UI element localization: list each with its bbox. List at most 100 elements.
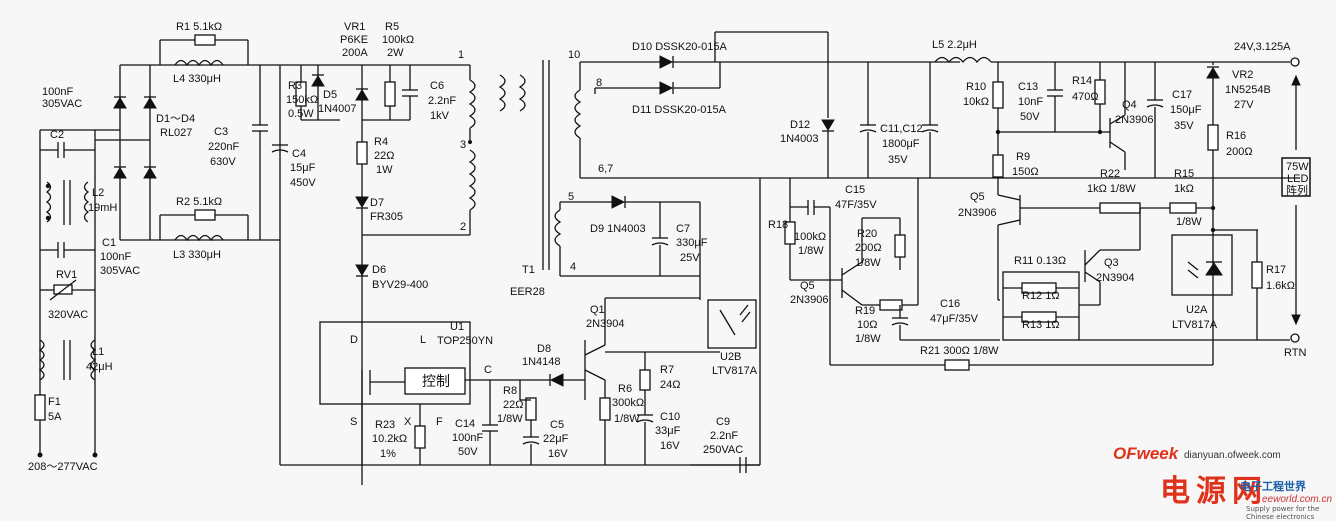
label-r19-val: 10Ω — [857, 319, 877, 331]
label-r8: R8 — [503, 385, 517, 397]
dianyuan-logo: 电源网 — [1160, 474, 1268, 509]
label-pin67: 6,7 — [598, 163, 613, 175]
label-r17: R17 — [1266, 264, 1286, 276]
label-c7-volt: 25V — [680, 252, 700, 264]
label-r21: R21 300Ω 1/8W — [920, 345, 999, 357]
label-pin-s: S — [350, 416, 357, 428]
label-c16-val: 47μF/35V — [930, 313, 979, 325]
label-l1-val: 42μH — [86, 361, 113, 373]
eeworld-url: eeworld.com.cn — [1262, 494, 1333, 505]
label-c2: C2 — [50, 129, 64, 141]
label-r7-val: 24Ω — [660, 379, 680, 391]
label-r15: R15 — [1174, 168, 1194, 180]
label-r7: R7 — [660, 364, 674, 376]
label-c1112-cap: 1800μF — [882, 138, 920, 150]
label-q5a-type: 2N3906 — [790, 294, 829, 306]
label-l1: L1 — [92, 346, 104, 358]
label-c3-cap: 220nF — [208, 141, 239, 153]
label-r6-val: 300kΩ — [612, 397, 644, 409]
label-pin-l: L — [420, 334, 426, 346]
label-c15-val: 47F/35V — [835, 199, 877, 211]
label-r9: R9 — [1016, 151, 1030, 163]
label-r3-val: 150kΩ — [286, 94, 318, 106]
label-r20-pow: 1/8W — [855, 257, 881, 269]
label-pin3: 3 — [460, 139, 466, 151]
label-c10: C10 — [660, 411, 680, 423]
label-r3: R3 — [288, 80, 302, 92]
label-r18: R18 — [768, 219, 788, 231]
label-d5: D5 — [323, 89, 337, 101]
label-vr1-type: P6KE — [340, 34, 368, 46]
label-r1: R1 5.1kΩ — [176, 21, 222, 33]
label-c9-volt: 250VAC — [703, 444, 743, 456]
output-section — [934, 56, 1311, 343]
label-c1-cap: 100nF — [100, 251, 131, 263]
label-c17: C17 — [1172, 89, 1192, 101]
label-c6: C6 — [430, 80, 444, 92]
label-r19: R19 — [855, 305, 875, 317]
label-c4-cap: 15μF — [290, 162, 316, 174]
label-c1-volt: 305VAC — [100, 265, 140, 277]
label-c13-cap: 10nF — [1018, 96, 1043, 108]
label-r23: R23 — [375, 419, 395, 431]
label-c1112: C11,C12 — [880, 123, 923, 135]
label-r15-val: 1kΩ — [1174, 183, 1194, 195]
label-r13: R13 1Ω — [1022, 319, 1060, 331]
label-rtn: RTN — [1284, 347, 1306, 359]
label-r6: R6 — [618, 383, 632, 395]
label-r5-pow: 2W — [387, 47, 404, 59]
label-ctrl: 控制 — [422, 373, 450, 389]
label-r10-val: 10kΩ — [963, 96, 989, 108]
label-q4-type: 2N3906 — [1115, 114, 1154, 126]
label-rv1-val: 320VAC — [48, 309, 88, 321]
label-pin2: 2 — [460, 221, 466, 233]
label-u2b: U2B — [720, 351, 741, 363]
eeworld-tagline: Supply power for the Chinese electronics — [1246, 505, 1320, 521]
transformer-T1 — [468, 60, 1300, 277]
input-filter — [34, 129, 150, 458]
primary-clamp — [271, 64, 470, 485]
ofweek-site-text: dianyuan.ofweek.com — [1184, 450, 1281, 461]
label-load3: 阵列 — [1286, 183, 1308, 197]
label-l2: L2 — [92, 187, 104, 199]
label-c5: C5 — [550, 419, 564, 431]
label-r5-val: 100kΩ — [382, 34, 414, 46]
label-t1: T1 — [522, 264, 535, 276]
label-r6-pow: 1/8W — [614, 413, 640, 425]
secondary-rectifier — [605, 31, 960, 276]
label-c4: C4 — [292, 148, 306, 160]
label-l3: L3 330μH — [173, 249, 221, 261]
label-f1-val: 5A — [48, 411, 62, 423]
label-vr2: VR2 — [1232, 69, 1253, 81]
label-c6-volt: 1kV — [430, 110, 450, 122]
label-r8-pow: 1/8W — [497, 413, 523, 425]
label-pin-x: X — [404, 416, 412, 428]
label-u1: U1 — [450, 321, 464, 333]
label-vr2-val: 27V — [1234, 99, 1254, 111]
label-pin-d: D — [350, 334, 358, 346]
label-r19-pow: 1/8W — [855, 333, 881, 345]
label-u1-type: TOP250YN — [437, 335, 493, 347]
controller-U1 — [280, 321, 760, 466]
label-c13-volt: 50V — [1020, 111, 1040, 123]
label-r5: R5 — [385, 21, 399, 33]
label-c6-cap: 2.2nF — [428, 95, 456, 107]
label-l2-val: 19mH — [88, 202, 117, 214]
label-c14-cap: 100nF — [452, 432, 483, 444]
label-d7: D7 — [370, 197, 384, 209]
label-r22-val: 1kΩ 1/8W — [1087, 183, 1136, 195]
label-q5b-type: 2N3906 — [958, 207, 997, 219]
label-c3-volt: 630V — [210, 156, 236, 168]
label-c9-cap: 2.2nF — [710, 430, 738, 442]
label-f1: F1 — [48, 396, 61, 408]
label-c2-cap: 100nF — [42, 86, 73, 98]
soft-start-Q5 — [784, 178, 1214, 371]
label-q5a: Q5 — [800, 280, 815, 292]
label-r4-pow: 1W — [376, 164, 393, 176]
label-vr1-val: 200A — [342, 47, 368, 59]
label-c7-cap: 330μF — [676, 237, 708, 249]
label-d1d4-val: RL027 — [160, 127, 192, 139]
label-pin-c: C — [484, 364, 492, 376]
label-c4-volt: 450V — [290, 177, 316, 189]
